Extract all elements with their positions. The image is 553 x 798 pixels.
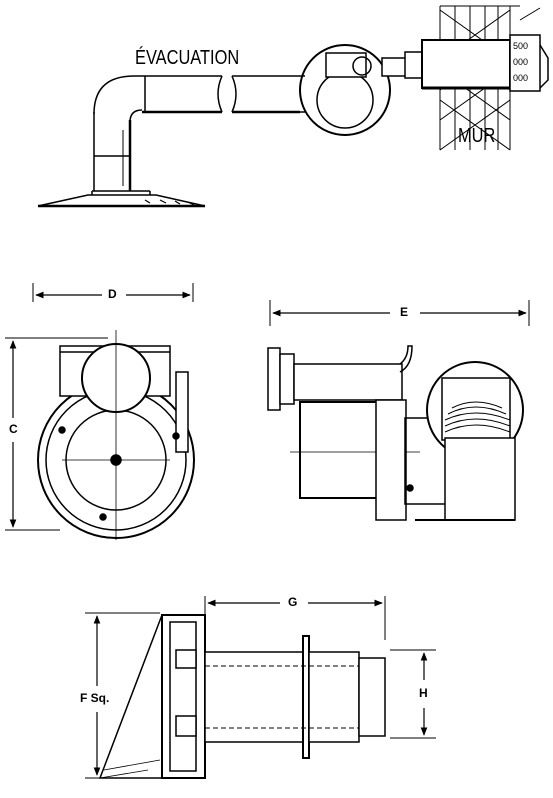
pipe-elbow (93, 75, 146, 123)
vertical-pipe (93, 112, 132, 191)
dimension-g-label: G (288, 595, 298, 609)
wall-tag-2: 000 (513, 57, 529, 67)
draft-inducer (299, 44, 409, 136)
dimension-e-label: E (400, 305, 409, 319)
wall-tag-3: 000 (513, 73, 529, 83)
dimension-c-label: C (9, 422, 18, 436)
dimension-e (269, 300, 530, 326)
wall-terminal-sleeve (404, 34, 549, 92)
dimension-g (204, 596, 386, 640)
dimension-f-label: F Sq. (80, 691, 110, 705)
horizontal-pipe-right (231, 75, 300, 114)
dimension-d-label: D (108, 287, 117, 301)
wall-tag-1: 500 (513, 41, 529, 51)
dimension-d (32, 283, 194, 302)
exhaust-label: ÉVACUATION (135, 47, 240, 69)
dimension-h (390, 649, 436, 739)
exhaust-installation (37, 5, 549, 208)
vent-base (37, 190, 206, 208)
dimension-c (5, 337, 108, 531)
horizontal-pipe-left (142, 75, 223, 114)
side-view (267, 300, 530, 521)
wall-label: MUR (458, 125, 496, 147)
front-view (5, 283, 195, 540)
dimension-h-label: H (419, 686, 428, 700)
terminal-view (85, 596, 436, 779)
